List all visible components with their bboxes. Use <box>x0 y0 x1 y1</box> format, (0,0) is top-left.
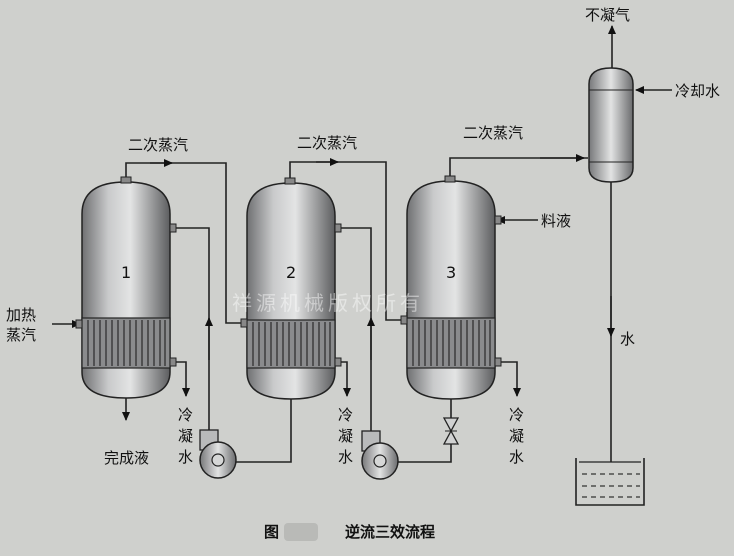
evaporator-3 <box>400 175 502 400</box>
condensate-label-3-char2: 凝 <box>509 427 524 445</box>
heating-steam-label-line2: 蒸汽 <box>6 326 36 344</box>
transfer-pipe-3-to-2 <box>398 399 452 463</box>
condensate-label-1-char3: 水 <box>178 448 193 466</box>
water-label: 水 <box>620 330 635 348</box>
transfer-pipe-pump2-up <box>337 227 372 433</box>
secondary-steam-label-3: 二次蒸汽 <box>463 124 523 142</box>
secondary-steam-label-1: 二次蒸汽 <box>128 136 188 154</box>
secondary-steam-pipe-2 <box>289 161 407 321</box>
evaporator-1-number: 1 <box>121 263 131 282</box>
watermark: 祥源机械版权所有 <box>232 291 424 315</box>
secondary-steam-pipe-3 <box>449 157 588 181</box>
condensate-label-3-char3: 水 <box>509 448 524 466</box>
condensate-outlet-1 <box>174 361 190 397</box>
condenser <box>588 67 634 183</box>
secondary-steam-pipe-1 <box>125 162 244 324</box>
evaporator-2-number: 2 <box>286 263 296 282</box>
cooling-water-label: 冷却水 <box>675 82 720 100</box>
condensate-label-1-char2: 凝 <box>178 427 193 445</box>
noncondensable-gas-label: 不凝气 <box>585 6 630 24</box>
figure-caption-title: 逆流三效流程 <box>345 523 435 541</box>
valve <box>442 417 460 445</box>
feed-liquid-label: 料液 <box>541 212 571 230</box>
condensate-label-1-char1: 冷 <box>178 406 193 424</box>
transfer-pipe-pump1-up <box>175 227 210 432</box>
condensate-outlet-2 <box>337 361 351 397</box>
water-tank <box>575 458 645 506</box>
figure-number-redaction <box>284 523 318 541</box>
evaporator-2 <box>240 177 342 400</box>
secondary-steam-label-2: 二次蒸汽 <box>297 134 357 152</box>
condensate-label-2-char1: 冷 <box>338 406 353 424</box>
figure-caption-prefix: 图 <box>264 523 279 541</box>
heating-steam-label-line1: 加热 <box>6 306 36 324</box>
evaporator-1 <box>75 176 177 399</box>
pump-2 <box>361 430 399 480</box>
transfer-pipe-2-to-1 <box>236 398 292 463</box>
condensate-label-2-char3: 水 <box>338 448 353 466</box>
evaporator-3-number: 3 <box>446 263 456 282</box>
condensate-outlet-3 <box>497 361 521 397</box>
finished-liquid-label: 完成液 <box>104 449 149 467</box>
condensate-label-2-char2: 凝 <box>338 427 353 445</box>
condensate-label-3-char1: 冷 <box>509 406 524 424</box>
pump-1 <box>199 429 237 479</box>
